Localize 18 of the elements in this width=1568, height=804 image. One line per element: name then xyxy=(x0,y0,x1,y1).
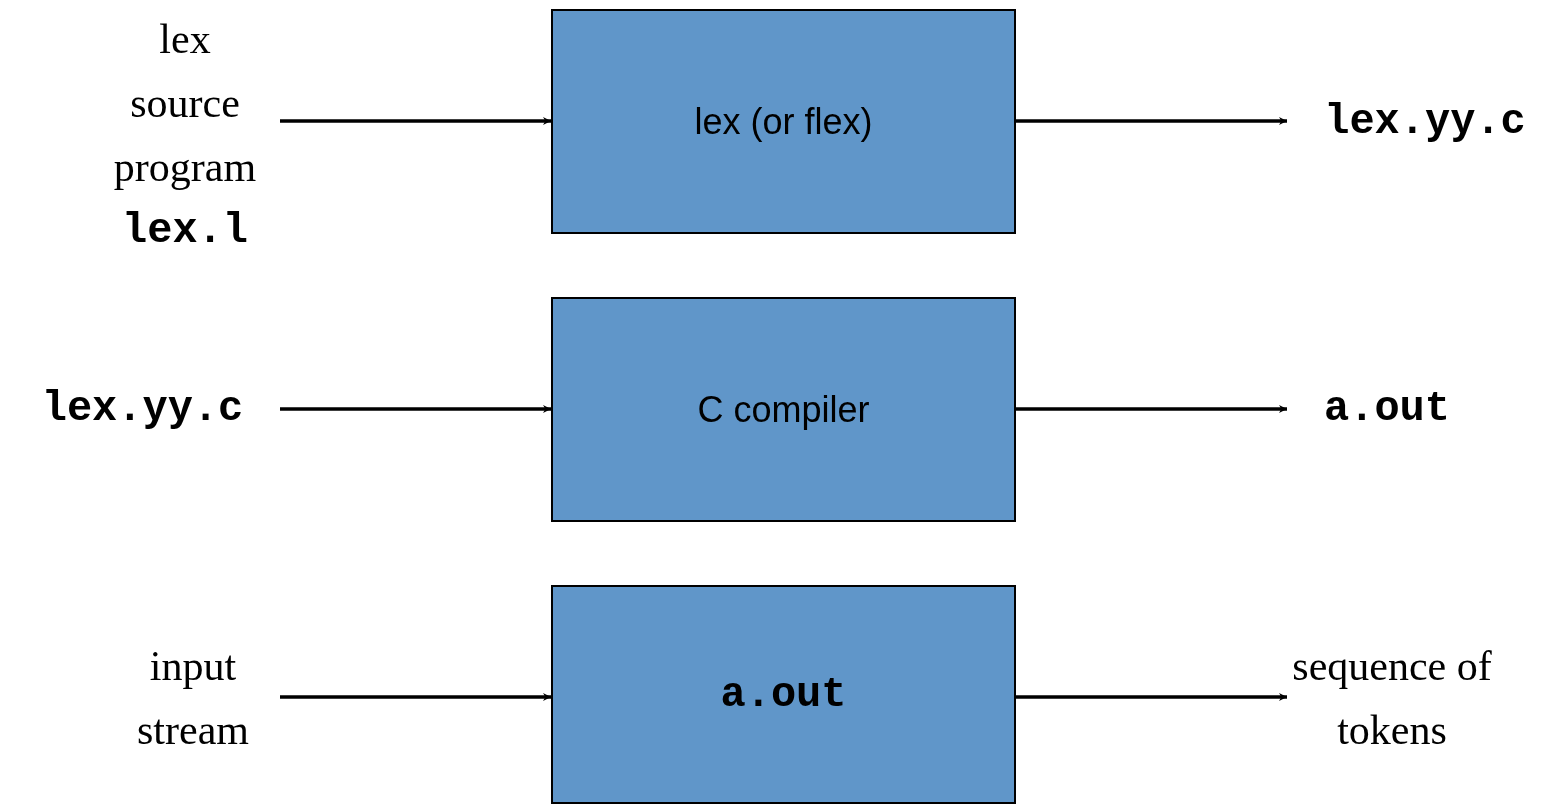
arrow xyxy=(1016,405,1287,413)
arrow xyxy=(1016,693,1287,701)
box-label: a.out xyxy=(720,669,847,721)
file-name: a.out xyxy=(1324,384,1450,435)
arrow xyxy=(280,117,551,125)
box-label: lex (or flex) xyxy=(694,99,873,144)
file-name: lex.yy.c xyxy=(41,384,244,435)
box-label: C compiler xyxy=(697,387,870,432)
io-label: sequence of tokens xyxy=(1292,642,1492,755)
file-name: lex.yy.c xyxy=(1324,97,1526,148)
file-name: lex.l xyxy=(122,206,248,257)
arrow xyxy=(1016,117,1287,125)
arrow xyxy=(280,693,551,701)
arrow xyxy=(280,405,551,413)
process-box xyxy=(551,585,1016,804)
process-box xyxy=(551,9,1016,234)
process-box xyxy=(551,297,1016,522)
io-label: input stream xyxy=(136,642,250,755)
